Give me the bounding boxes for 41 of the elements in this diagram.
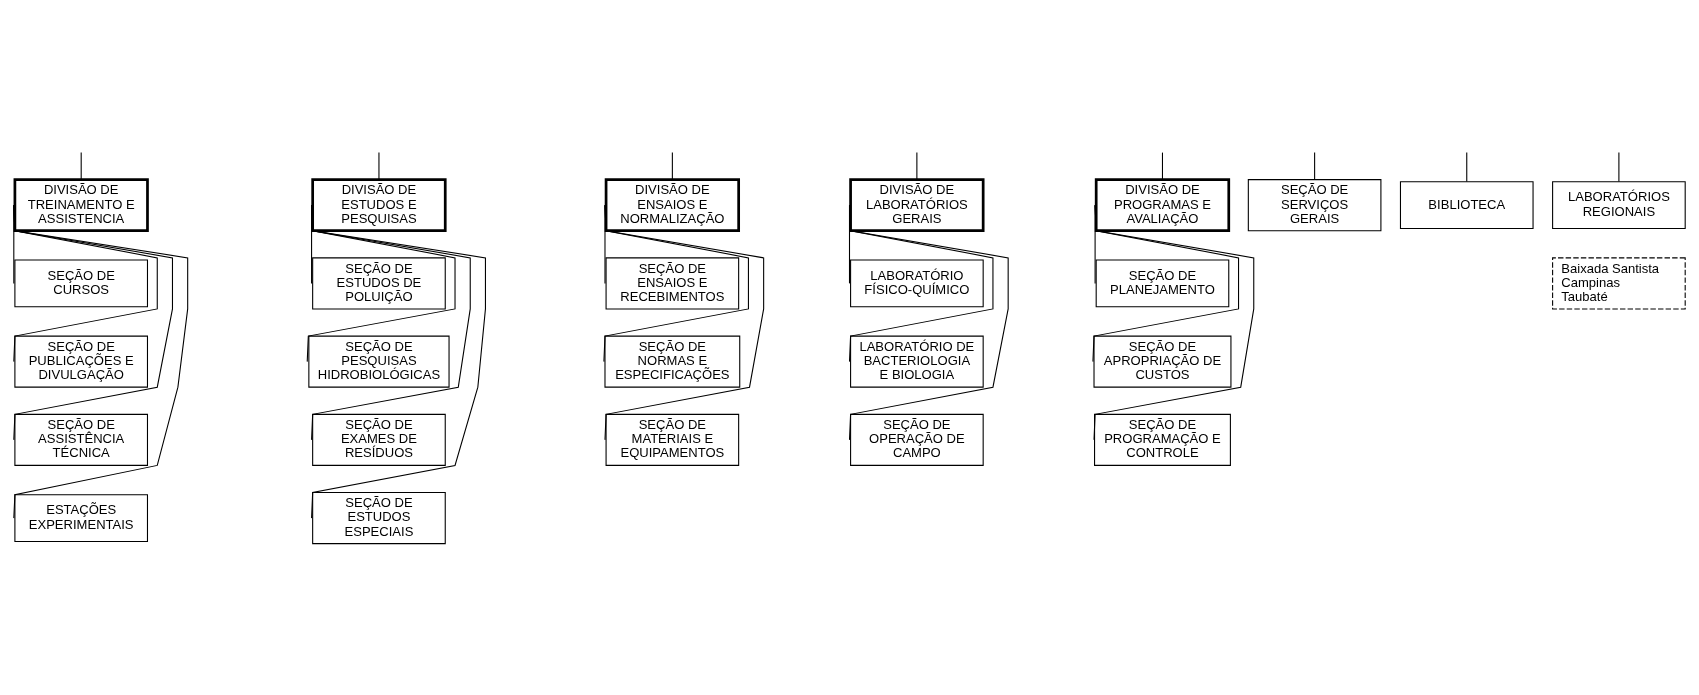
node-box: BIBLIOTECA [1399,181,1534,230]
connector [1094,204,1096,284]
node-box: LABORATÓRIOS REGIONAIS [1552,181,1686,230]
node-box: SEÇÃO DE EXAMES DE RESÍDUOS [312,413,446,466]
node-box: SEÇÃO DE ESTUDOS ESPECIAIS [312,492,446,545]
node-box: SEÇÃO DE NORMAS E ESPECIFICAÇÕES [604,335,741,388]
connector [1093,204,1255,441]
connector [1618,152,1620,183]
connector [311,204,486,519]
connector [13,204,189,519]
connector [848,204,1009,441]
node-box: SEÇÃO DE CURSOS [14,259,149,308]
node-box: ESTAÇÕES EXPERIMENTAIS [14,494,149,543]
node-box: SEÇÃO DE ESTUDOS DE POLUIÇÃO [312,257,446,310]
node-box: DIVISÃO DE PROGRAMAS E AVALIAÇÃO [1094,178,1231,233]
node-box: SEÇÃO DE SERVIÇOS GERAIS [1247,179,1382,232]
node-box: SEÇÃO DE PROGRAMAÇÃO E CONTROLE [1094,413,1231,466]
connector [1314,152,1316,180]
node-box: SEÇÃO DE MATERIAIS E EQUIPAMENTOS [605,413,740,466]
node-box: SEÇÃO DE APROPRIAÇÃO DE CUSTOS [1093,335,1232,388]
connector [604,204,765,441]
node-box: SEÇÃO DE ENSAIOS E RECEBIMENTOS [605,257,740,310]
connector [1466,152,1468,183]
node-box: Baixada Santista Campinas Taubaté [1552,257,1686,310]
node-box: LABORATÓRIO DE BACTERIOLOGIA E BIOLOGIA [850,335,984,388]
node-box: SEÇÃO DE PUBLICAÇÕES E DIVULGAÇÃO [14,335,149,388]
connector [916,152,918,180]
node-box: SEÇÃO DE ASSISTÊNCIA TÉCNICA [14,413,149,466]
node-box: DIVISÃO DE TREINAMENTO E ASSISTENCIA [13,178,149,233]
node-box: DIVISÃO DE ENSAIOS E NORMALIZAÇÃO [604,178,740,233]
connector [378,152,380,180]
node-box: DIVISÃO DE ESTUDOS E PESQUISAS [311,178,447,233]
connector [1161,152,1164,180]
node-box: SEÇÃO DE PESQUISAS HIDROBIOLÓGICAS [308,335,450,388]
connector [671,152,673,180]
connector [1092,204,1240,363]
node-box: SEÇÃO DE OPERAÇÃO DE CAMPO [850,413,984,466]
node-box: LABORATÓRIO FÍSICO-QUÍMICO [850,259,984,308]
node-box: DIVISÃO DE LABORATÓRIOS GERAIS [849,178,985,233]
node-box: SEÇÃO DE PLANEJAMENTO [1095,259,1230,308]
connector [80,152,82,180]
